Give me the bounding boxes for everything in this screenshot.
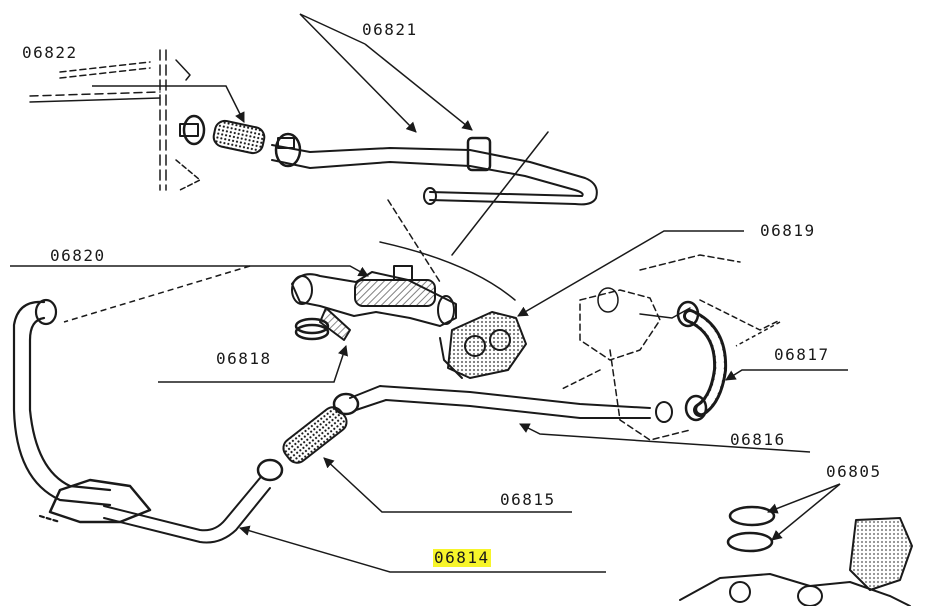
bottom-right-component (679, 517, 913, 606)
pipe-06821 (271, 132, 598, 206)
clamp-06818 (294, 317, 330, 341)
label-06820: 06820 (50, 246, 106, 265)
label-06816: 06816 (730, 430, 786, 449)
label-06815: 06815 (500, 490, 556, 509)
label-06819: 06819 (760, 221, 816, 240)
hose-06822 (179, 114, 266, 155)
valve-06820 (291, 265, 457, 341)
label-06805: 06805 (826, 462, 882, 481)
label-06821: 06821 (362, 20, 418, 39)
label-06818: 06818 (216, 349, 272, 368)
leader-lines (10, 13, 848, 573)
sketch-curve-top (379, 131, 549, 301)
label-06822: 06822 (22, 43, 78, 62)
pipe-06814 (103, 477, 271, 544)
clamps-06805 (726, 505, 776, 553)
label-06817: 06817 (774, 345, 830, 364)
engine-block-right (559, 254, 781, 441)
hose-06817 (676, 300, 728, 422)
bulkhead-sketch (29, 49, 201, 191)
label-06814-highlighted: 06814 (433, 548, 491, 567)
gasket-06819 (439, 311, 527, 379)
hose-06815 (256, 392, 360, 482)
pipe-06816 (349, 385, 673, 423)
engine-pipe-left (12, 298, 152, 524)
